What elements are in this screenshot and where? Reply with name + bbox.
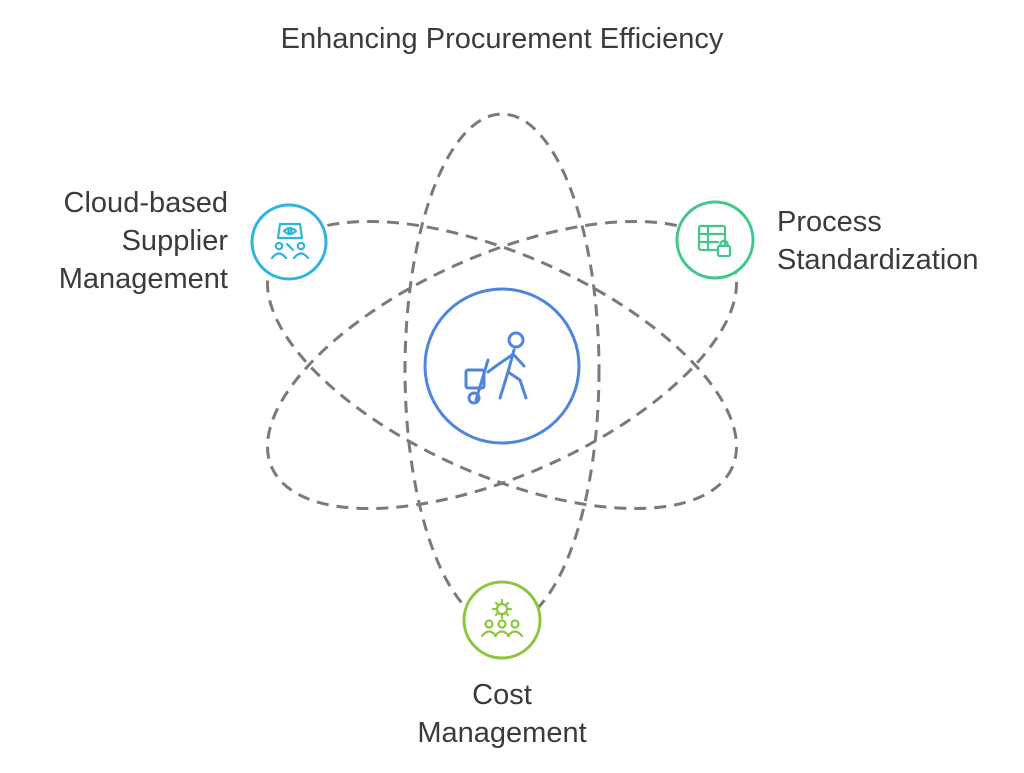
cost-label-line: Management [417, 717, 587, 749]
process-label-line: Standardization [777, 244, 979, 276]
center-node [423, 287, 581, 445]
cloud-label-line: Supplier [121, 225, 228, 257]
cloud-node [250, 203, 328, 281]
cost-node [462, 580, 542, 660]
cost-label-line: Cost [472, 679, 532, 711]
cloud-label-line: Cloud-based [63, 187, 228, 219]
cloud-label-line: Management [58, 263, 228, 295]
cost-management-label: Cost Management [0, 676, 1004, 752]
cloud-supplier-label: Cloud-based Supplier Management [59, 184, 228, 298]
diagram-title: Enhancing Procurement Efficiency [280, 23, 724, 55]
table-lock-icon [697, 224, 732, 258]
process-label-line: Process [777, 206, 882, 238]
supplier-management-icon [270, 222, 310, 260]
delivery-worker-hand-truck-icon [464, 331, 528, 405]
process-standardization-label: Process Standardization [777, 203, 979, 279]
process-node [675, 200, 755, 280]
cost-team-gear-icon [480, 598, 524, 638]
